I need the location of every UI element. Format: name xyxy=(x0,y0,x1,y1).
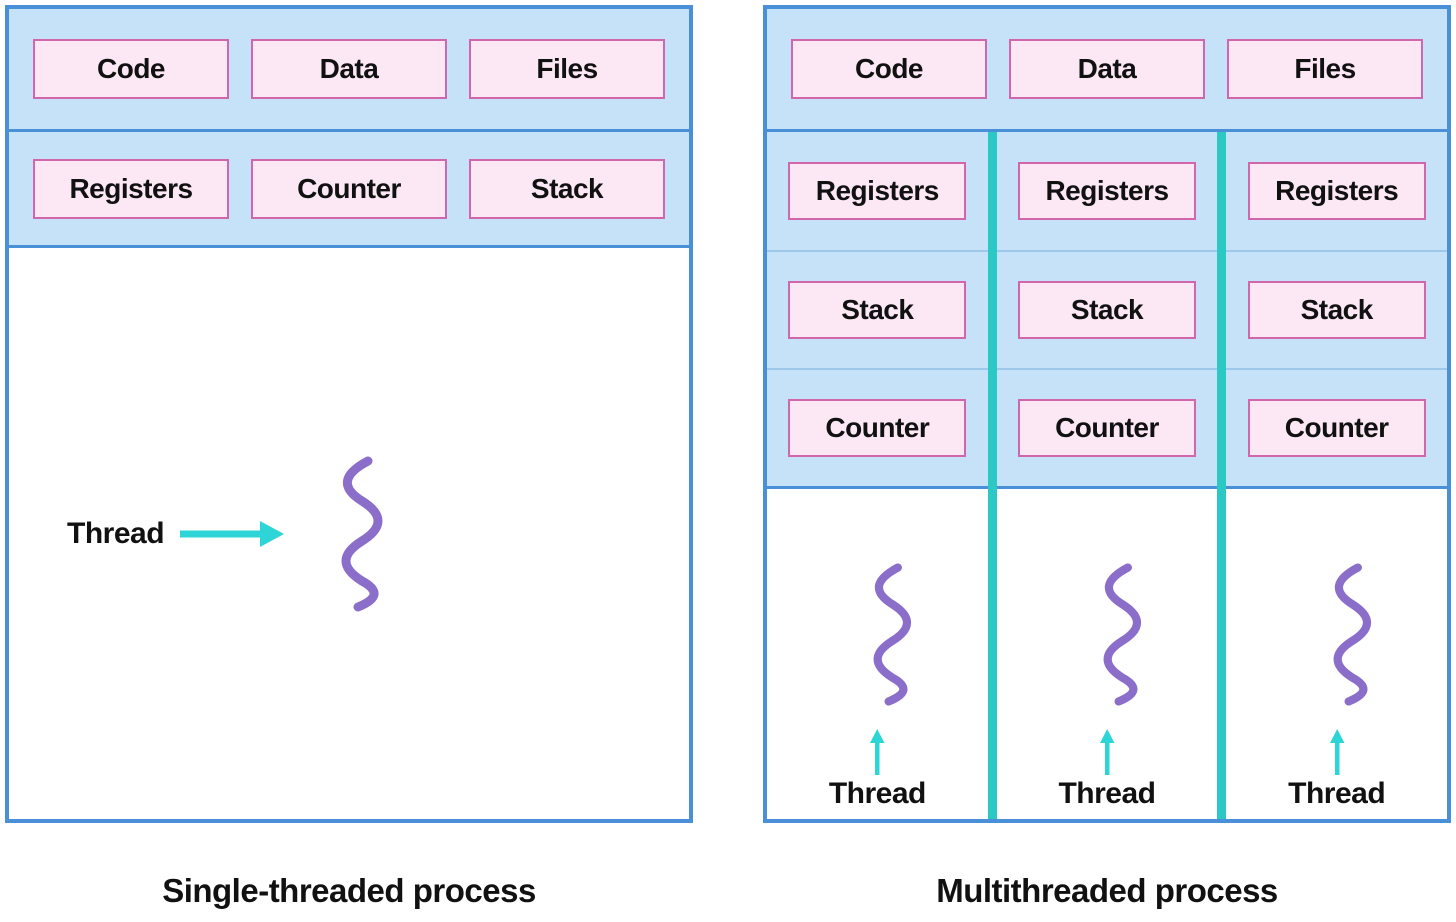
registers-box: Registers xyxy=(788,162,967,220)
stack-box: Stack xyxy=(1247,281,1426,339)
multithreaded-caption: Multithreaded process xyxy=(936,872,1278,909)
registers-row-cell: Registers xyxy=(996,132,1218,250)
thread-columns: Registers Stack Counter Thread xyxy=(767,132,1448,819)
thread-label: Thread xyxy=(1288,777,1386,810)
single-threaded-caption: Single-threaded process xyxy=(162,872,536,909)
counter-row-cell: Counter xyxy=(1226,368,1448,486)
stack-box: Stack xyxy=(469,158,665,219)
thread-area: Thread xyxy=(1226,486,1448,819)
shared-resources-row: Code Data Files xyxy=(767,9,1447,132)
counter-box: Counter xyxy=(251,158,447,219)
thread-divider-line xyxy=(987,132,997,819)
code-box: Code xyxy=(791,39,987,99)
thread-column-3: Registers Stack Counter Thread xyxy=(1226,132,1448,819)
stack-row-cell: Stack xyxy=(996,250,1218,368)
registers-box: Registers xyxy=(1018,162,1196,220)
thread-column-1: Registers Stack Counter Thread xyxy=(767,132,988,819)
thread-divider-line xyxy=(1217,132,1227,819)
stack-row-cell: Stack xyxy=(767,250,988,368)
registers-row-cell: Registers xyxy=(1226,132,1448,250)
thread-column-2: Registers Stack Counter Thread xyxy=(996,132,1218,819)
files-box: Files xyxy=(469,39,665,99)
counter-box: Counter xyxy=(1247,399,1426,457)
thread-area: Thread xyxy=(767,486,988,819)
multithreaded-process-panel: Code Data Files Registers Stack Counter xyxy=(763,5,1451,823)
shared-resources-row: Code Data Files xyxy=(9,9,689,132)
arrow-up-icon xyxy=(1100,729,1115,775)
thread-label: Thread xyxy=(67,516,165,550)
code-box: Code xyxy=(33,39,229,99)
thread-squiggle-icon xyxy=(1103,563,1142,706)
arrow-up-icon xyxy=(1329,729,1345,775)
data-box: Data xyxy=(1009,39,1205,99)
thread-label: Thread xyxy=(1058,777,1156,810)
registers-box: Registers xyxy=(1247,162,1426,220)
counter-box: Counter xyxy=(1018,399,1196,457)
arrow-right-icon xyxy=(180,520,285,547)
thread-squiggle-icon xyxy=(873,563,912,706)
single-threaded-process-panel: Code Data Files Registers Counter Stack … xyxy=(5,5,693,823)
data-box: Data xyxy=(251,39,447,99)
thread-squiggle-icon xyxy=(341,456,383,611)
stack-box: Stack xyxy=(788,281,967,339)
files-box: Files xyxy=(1227,39,1423,99)
arrow-up-icon xyxy=(870,729,885,775)
thread-area: Thread xyxy=(996,486,1218,819)
counter-box: Counter xyxy=(788,399,967,457)
thread-state-row: Registers Counter Stack xyxy=(9,132,689,248)
thread-squiggle-icon xyxy=(1333,563,1371,706)
thread-area: Thread xyxy=(9,248,689,819)
counter-row-cell: Counter xyxy=(996,368,1218,486)
stack-box: Stack xyxy=(1018,281,1196,339)
registers-box: Registers xyxy=(33,158,229,219)
thread-label: Thread xyxy=(828,777,927,810)
counter-row-cell: Counter xyxy=(767,368,988,486)
registers-row-cell: Registers xyxy=(767,132,988,250)
stack-row-cell: Stack xyxy=(1226,250,1448,368)
